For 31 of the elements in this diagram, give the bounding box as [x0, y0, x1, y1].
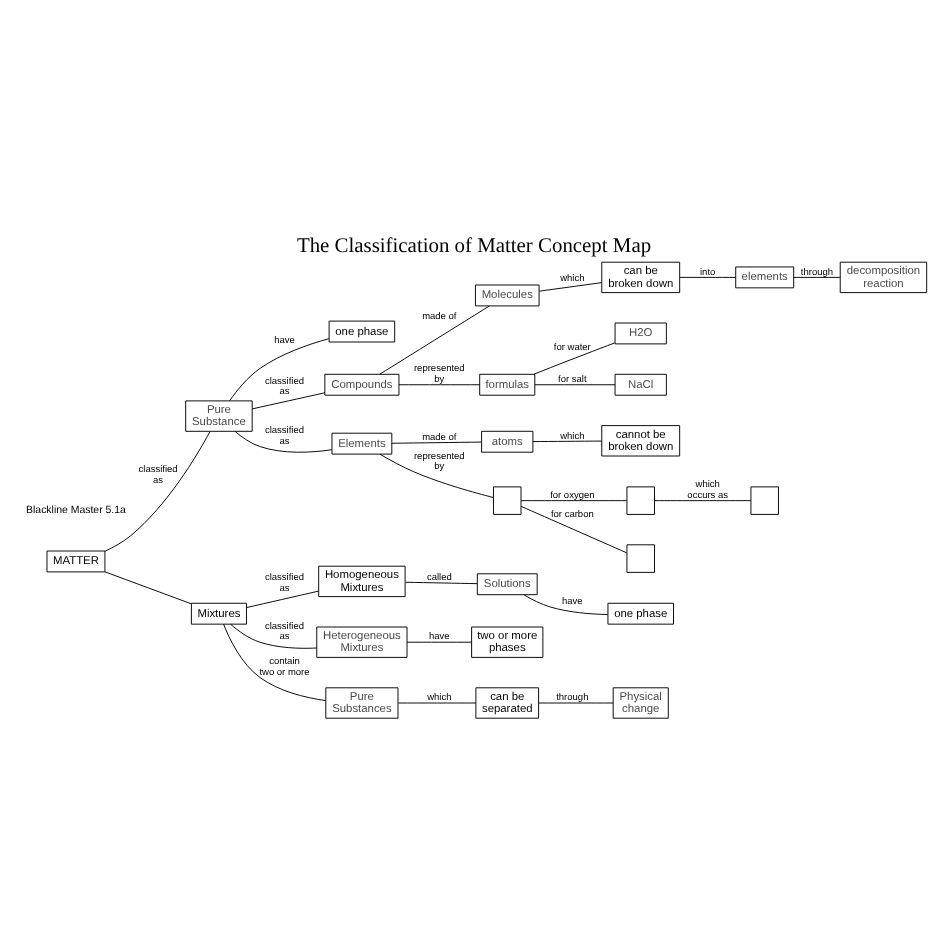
connector — [520, 504, 628, 553]
diagram-title: The Classification of Matter Concept Map — [296, 235, 652, 258]
connector — [793, 275, 841, 277]
connector — [229, 337, 330, 401]
connector — [654, 499, 752, 501]
connector — [246, 589, 320, 607]
connector — [230, 622, 318, 648]
connector — [234, 430, 333, 452]
connector — [104, 570, 192, 604]
connector — [532, 439, 603, 442]
node-box — [493, 485, 522, 514]
connector — [523, 593, 609, 614]
connector — [520, 499, 628, 501]
connector — [104, 430, 211, 551]
connector — [534, 383, 616, 385]
connector — [251, 391, 326, 409]
node-box — [750, 485, 779, 514]
connector — [406, 640, 473, 642]
connector — [379, 304, 490, 374]
node-box — [626, 485, 655, 514]
connector — [223, 622, 327, 701]
connector — [538, 281, 602, 291]
connector — [391, 440, 482, 443]
connector — [679, 275, 737, 277]
connector — [405, 580, 478, 584]
connector — [397, 701, 477, 703]
connector — [379, 452, 494, 497]
connector — [533, 341, 616, 374]
node-box — [626, 543, 655, 572]
connector — [398, 383, 481, 385]
connector — [538, 701, 614, 703]
